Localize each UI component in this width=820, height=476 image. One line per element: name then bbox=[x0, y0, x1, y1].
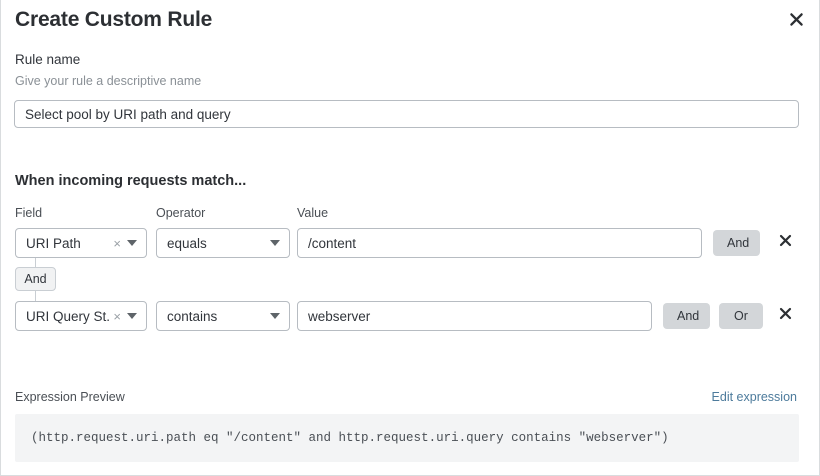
field-select-row-1[interactable]: URI Path × bbox=[15, 228, 147, 258]
delete-condition-row-2[interactable] bbox=[775, 305, 795, 325]
add-or-condition-row-2[interactable]: Or bbox=[719, 303, 763, 329]
group-connector-and[interactable]: And bbox=[15, 267, 56, 291]
column-header-operator: Operator bbox=[156, 206, 206, 220]
match-section-heading: When incoming requests match... bbox=[15, 173, 247, 189]
edit-expression-link[interactable]: Edit expression bbox=[711, 390, 797, 404]
field-select-value-row-1: URI Path bbox=[26, 235, 81, 251]
field-select-value-row-2: URI Query St... bbox=[26, 308, 112, 324]
clear-icon[interactable]: × bbox=[113, 235, 121, 251]
close-icon bbox=[779, 234, 792, 250]
operator-select-value-row-2: contains bbox=[167, 308, 218, 324]
chevron-down-icon bbox=[270, 240, 289, 246]
rule-name-hint: Give your rule a descriptive name bbox=[15, 74, 202, 88]
field-select-row-2[interactable]: URI Query St... × bbox=[15, 301, 147, 331]
operator-select-row-2[interactable]: contains bbox=[156, 301, 290, 331]
column-header-field: Field bbox=[15, 206, 43, 220]
close-icon bbox=[789, 12, 804, 27]
chevron-down-icon bbox=[127, 240, 146, 246]
operator-select-row-1[interactable]: equals bbox=[156, 228, 290, 258]
chevron-down-icon bbox=[270, 313, 289, 319]
delete-condition-row-1[interactable] bbox=[775, 232, 795, 252]
page-title: Create Custom Rule bbox=[15, 8, 213, 31]
operator-select-value-row-1: equals bbox=[167, 235, 207, 251]
column-header-value: Value bbox=[297, 206, 329, 220]
expression-preview-code: (http.request.uri.path eq "/content" and… bbox=[15, 414, 799, 462]
expression-preview-label: Expression Preview bbox=[15, 390, 125, 404]
add-and-condition-row-2[interactable]: And bbox=[663, 303, 710, 329]
rule-name-label: Rule name bbox=[15, 52, 81, 67]
chevron-down-icon bbox=[127, 313, 146, 319]
connector-line-bottom bbox=[35, 290, 36, 301]
connector-line-top bbox=[35, 258, 36, 268]
rule-name-input[interactable] bbox=[14, 100, 799, 128]
clear-icon[interactable]: × bbox=[113, 308, 121, 324]
value-input-row-1[interactable] bbox=[297, 228, 702, 258]
close-button[interactable] bbox=[783, 6, 809, 32]
close-icon bbox=[779, 307, 792, 323]
add-and-condition-row-1[interactable]: And bbox=[713, 230, 760, 256]
value-input-row-2[interactable] bbox=[297, 301, 652, 331]
